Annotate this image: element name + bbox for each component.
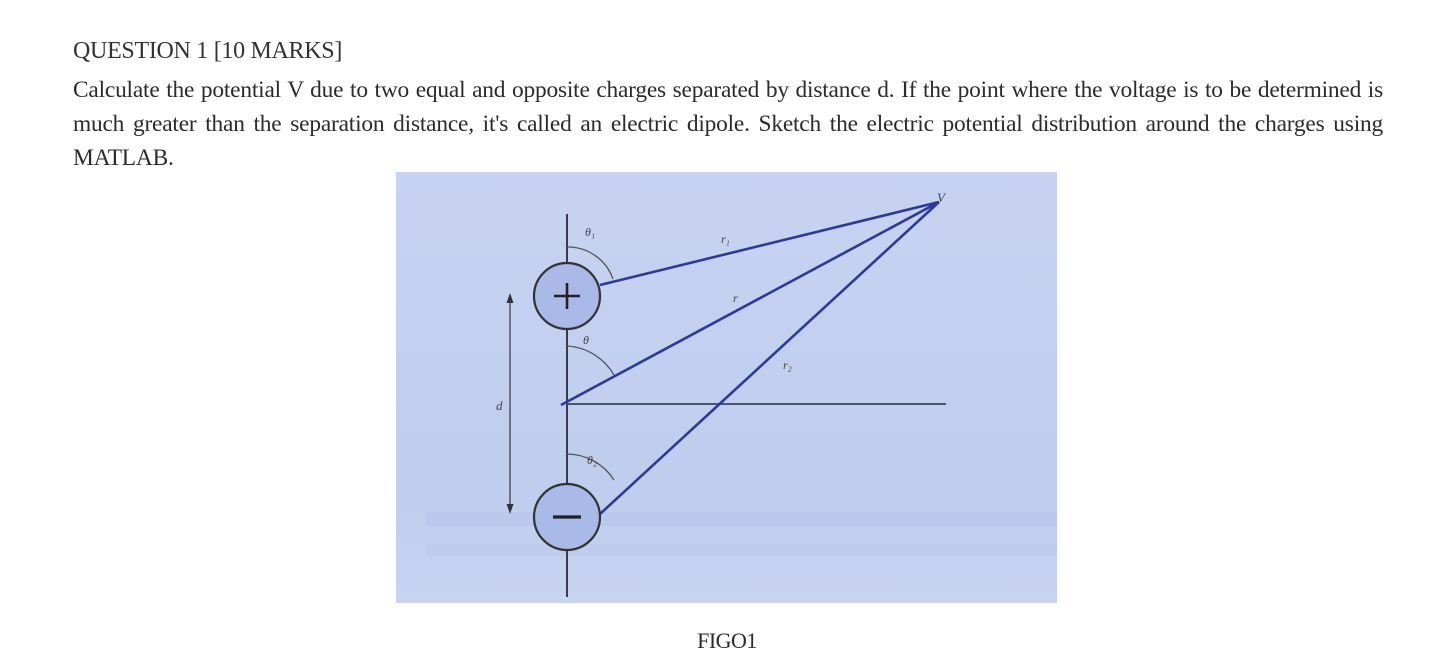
dipole-figure: d θ₁ θ θ₂ r₁ r r₂ V <box>396 172 1057 603</box>
label-r1: r₁ <box>721 232 730 246</box>
positive-charge <box>532 261 602 331</box>
figure-caption: FIGO1 <box>697 628 757 653</box>
label-d: d <box>496 398 503 413</box>
theta2-arc <box>566 453 615 481</box>
label-theta: θ <box>583 333 589 347</box>
label-r: r <box>733 291 738 305</box>
dipole-diagram: d θ₁ θ θ₂ r₁ r r₂ V <box>396 172 1057 603</box>
label-r2: r₂ <box>783 358 792 372</box>
question-body: Calculate the potential V due to two equ… <box>73 77 1383 171</box>
label-theta1: θ₁ <box>585 225 595 239</box>
theta1-arc <box>566 246 614 280</box>
label-theta2: θ₂ <box>587 453 597 467</box>
r2-line <box>599 201 940 515</box>
negative-charge <box>532 482 602 552</box>
theta-arc <box>566 345 615 376</box>
r-line <box>560 200 940 407</box>
r1-line <box>599 200 940 287</box>
figure-caption-wrap: FIGO1 <box>0 628 1436 654</box>
label-v: V <box>937 190 947 205</box>
question-heading: QUESTION 1 [10 MARKS] <box>73 38 343 64</box>
